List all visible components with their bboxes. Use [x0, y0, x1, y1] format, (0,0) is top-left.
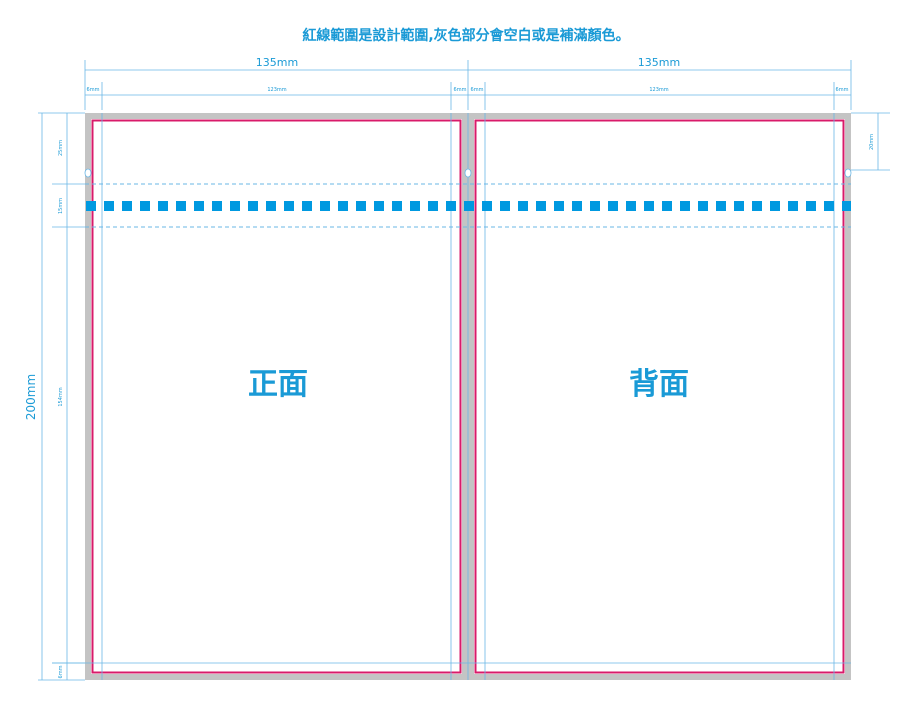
- perforation-mark: [608, 201, 618, 211]
- dim-left-h2: 15mm: [58, 198, 64, 214]
- dim-left-width: 135mm: [256, 56, 298, 69]
- right-height-dimension: [851, 112, 890, 171]
- perforation-mark: [320, 201, 330, 211]
- top-width-dimensions: [84, 60, 852, 110]
- perforation-mark: [446, 201, 456, 211]
- perforation-mark: [284, 201, 294, 211]
- perforation-mark: [806, 201, 816, 211]
- perforation-mark: [770, 201, 780, 211]
- perforation-mark: [356, 201, 366, 211]
- dim-mid-left: 6mm: [454, 87, 467, 93]
- perforation-mark: [302, 201, 312, 211]
- perforation-mark: [680, 201, 690, 211]
- dim-right-margin: 6mm: [836, 87, 849, 93]
- perforation-mark: [86, 201, 96, 211]
- fold-guides: [85, 183, 851, 228]
- dim-left-h1: 25mm: [58, 140, 64, 156]
- perforation-mark: [590, 201, 600, 211]
- perforation-mark: [842, 201, 851, 211]
- perforation-mark: [734, 201, 744, 211]
- front-panel: [91, 119, 462, 674]
- dim-right-h1: 20mm: [869, 134, 875, 150]
- header-note: 紅線範圍是設計範圍,灰色部分會空白或是補滿顏色。: [302, 27, 629, 44]
- perforation-line: [86, 201, 851, 211]
- perforation-mark: [410, 201, 420, 211]
- perforation-mark: [626, 201, 636, 211]
- front-design-boundary: [91, 119, 462, 674]
- perforation-mark: [248, 201, 258, 211]
- perforation-mark: [158, 201, 168, 211]
- dim-total-height: 200mm: [24, 374, 38, 420]
- perforation-mark: [140, 201, 150, 211]
- perforation-mark: [176, 201, 186, 211]
- front-label: 正面: [248, 367, 308, 402]
- perforation-mark: [644, 201, 654, 211]
- perforation-mark: [194, 201, 204, 211]
- perforation-mark: [428, 201, 438, 211]
- perforation-mark: [266, 201, 276, 211]
- perforation-mark: [212, 201, 222, 211]
- perforation-mark: [716, 201, 726, 211]
- perforation-mark: [788, 201, 798, 211]
- perforation-mark: [662, 201, 672, 211]
- perforation-mark: [464, 201, 474, 211]
- perforation-mark: [572, 201, 582, 211]
- back-design-boundary: [474, 119, 845, 674]
- perforation-mark: [500, 201, 510, 211]
- dim-left-h4: 6mm: [58, 665, 64, 678]
- dim-mid-right: 6mm: [471, 87, 484, 93]
- back-label: 背面: [629, 367, 689, 402]
- perforation-mark: [824, 201, 834, 211]
- perforation-mark: [230, 201, 240, 211]
- dim-right-width: 135mm: [638, 56, 680, 69]
- dim-left-center: 123mm: [267, 87, 286, 93]
- perforation-mark: [482, 201, 492, 211]
- dim-left-h3: 154mm: [58, 387, 64, 406]
- dim-right-center: 123mm: [649, 87, 668, 93]
- perforation-mark: [536, 201, 546, 211]
- perforation-mark: [518, 201, 528, 211]
- perforation-mark: [104, 201, 114, 211]
- hang-holes: [84, 168, 852, 178]
- back-panel: [474, 119, 845, 674]
- perforation-mark: [392, 201, 402, 211]
- perforation-mark: [554, 201, 564, 211]
- perforation-mark: [752, 201, 762, 211]
- dim-left-margin: 6mm: [87, 87, 100, 93]
- left-height-dimensions: [38, 112, 85, 681]
- perforation-mark: [698, 201, 708, 211]
- perforation-mark: [374, 201, 384, 211]
- perforation-mark: [338, 201, 348, 211]
- perforation-mark: [122, 201, 132, 211]
